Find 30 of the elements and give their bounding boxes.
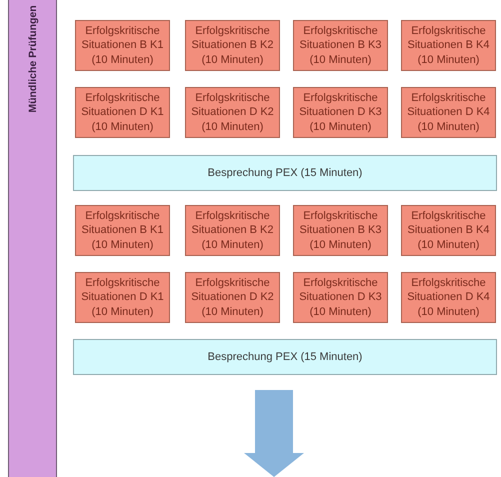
box-label: Erfolgskritische Situationen D K4 (10 Minuten): [406, 91, 491, 134]
box-label: Erfolgskritische Situationen B K1 (10 Minuten): [80, 209, 164, 252]
box-label: Erfolgskritische Situationen D K2 (10 Minuten): [190, 91, 275, 134]
session-box: [293, 205, 388, 256]
box-label: Erfolgskritische Situationen D K3 (10 Minuten): [298, 91, 383, 134]
box-label: Besprechung PEX (15 Minuten): [208, 351, 362, 363]
box-label: Erfolgskritische Situationen D K2 (10 Minuten): [190, 276, 275, 319]
box-label: Erfolgskritische Situationen D K4 (10 Minuten): [406, 276, 491, 319]
session-box: [293, 20, 388, 71]
meeting-box: [73, 339, 497, 375]
box-label: Erfolgskritische Situationen D K1 (10 Minuten): [80, 91, 165, 134]
box-label: Erfolgskritische Situationen B K1 (10 Minuten): [80, 24, 164, 67]
box-label: Erfolgskritische Situationen B K4 (10 Minuten): [406, 209, 490, 252]
session-box: [75, 20, 170, 71]
box-label: Erfolgskritische Situationen B K4 (10 Minuten): [406, 24, 490, 67]
box-label: Erfolgskritische Situationen D K1 (10 Minuten): [80, 276, 165, 319]
session-box: [185, 205, 280, 256]
session-box: [75, 205, 170, 256]
meeting-box: [73, 155, 497, 191]
box-label: Erfolgskritische Situationen D K3 (10 Minuten): [298, 276, 383, 319]
session-box: [401, 205, 496, 256]
box-label: Erfolgskritische Situationen B K2 (10 Minuten): [190, 209, 274, 252]
box-label: Mündliche Prüfungen: [26, 5, 38, 113]
session-box: [401, 20, 496, 71]
box-label: Besprechung PEX (15 Minuten): [208, 167, 362, 179]
session-box: [185, 20, 280, 71]
box-label: Erfolgskritische Situationen B K2 (10 Minuten): [190, 24, 274, 67]
vertical-band: [8, 0, 57, 477]
box-label: Erfolgskritische Situationen B K3 (10 Minuten): [298, 209, 382, 252]
box-label: Erfolgskritische Situationen B K3 (10 Minuten): [298, 24, 382, 67]
